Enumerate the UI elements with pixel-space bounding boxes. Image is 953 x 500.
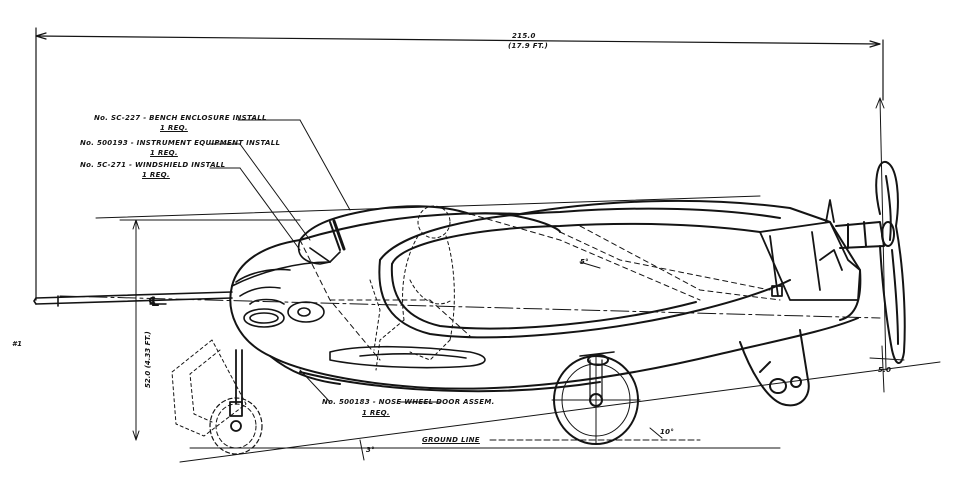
angle-ground-value: 10° [660,428,675,436]
callout-nosewheel-title: No. 500183 - NOSE WHEEL DOOR ASSEM. [322,398,495,406]
centerline-symbol: ℄ [148,295,160,310]
ground-lines [180,362,940,462]
internal-structure [300,214,780,360]
side-vent [330,347,485,368]
main-landing-gear [552,352,640,444]
callout-leaders [210,120,440,402]
canopy [300,206,790,337]
nose-wheel-door [172,340,246,436]
prop-clearance-value: 5.0 [878,366,892,374]
propeller-axis [876,98,886,370]
callout-canopy-qty: 1 REQ. [160,124,188,132]
angle-rear-value: 5° [580,258,589,266]
engine-cowl [760,200,860,300]
callout-instrument-title: No. 500193 - INSTRUMENT EQUIPMENT INSTAL… [80,139,281,147]
overall-length-feet: (17.9 FT.) [508,42,549,50]
thrust-line [60,296,880,318]
callout-windshield-title: No. 5C-271 - WINDSHIELD INSTALL [80,161,226,169]
callout-windshield-qty: 1 REQ. [142,171,170,179]
pitot-boom [34,292,232,306]
ventral-fin [740,330,809,405]
pilot-figure [370,206,454,370]
callout-canopy-title: No. SC-227 - BENCH ENCLOSURE INSTALL [94,114,267,122]
nose-detail [236,270,324,328]
propeller-blade [876,162,904,363]
fuselage-outline [230,201,860,391]
overall-length-dimension [36,28,883,300]
callout-nosewheel-qty: 1 REQ. [362,409,390,417]
callout-instrument-qty: 1 REQ. [150,149,178,157]
angle-front-value: 3° [366,446,375,454]
nose-landing-gear [210,350,262,454]
prop-clearance-dim [870,346,904,392]
margin-mark: #1 [12,340,23,348]
overall-length-value: 215.0 [512,32,536,40]
ground-line-label: GROUND LINE [422,436,480,444]
height-dimension-value: 52.0 (4.33 FT.) [144,331,152,388]
windshield [232,240,340,286]
height-dimension [120,220,300,440]
angle-marks [360,262,662,460]
